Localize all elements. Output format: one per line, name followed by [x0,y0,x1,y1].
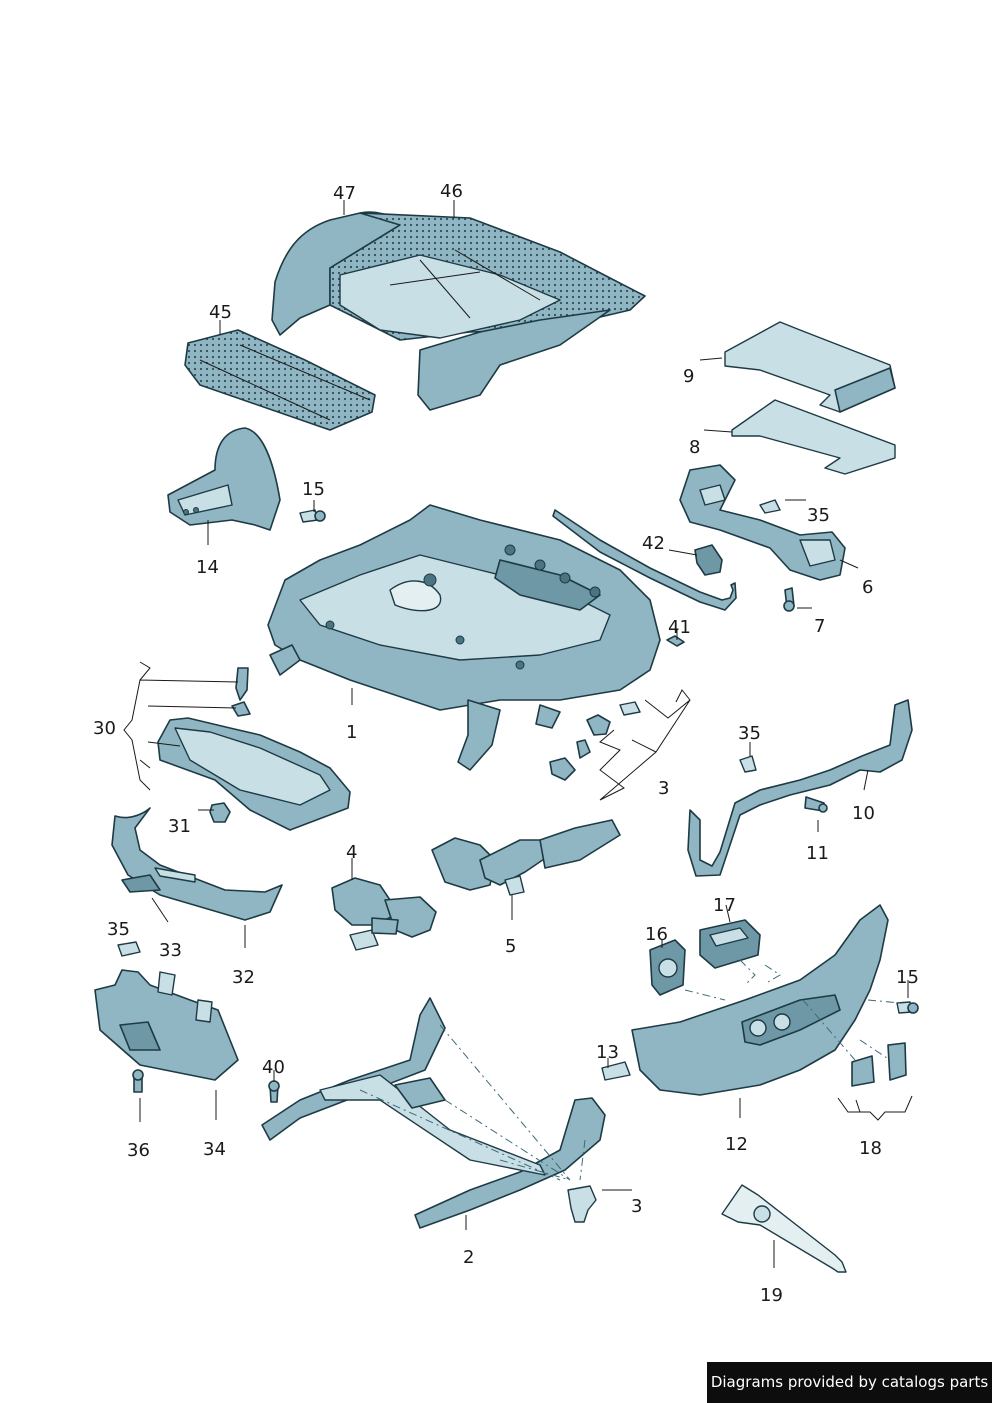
callout-35b: 35 [738,723,761,744]
callout-33: 33 [159,940,182,961]
callout-4: 4 [346,842,357,863]
grease-tube-part-19 [721,1184,847,1273]
cushion-pad-part-9 [724,321,896,413]
clip-parts-3-upper [549,701,641,781]
watermark-banner: Diagrams provided by catalogs parts [707,1362,992,1403]
callout-19: 19 [760,1285,783,1306]
callout-11: 11 [806,843,829,864]
callout-46: 46 [440,181,463,202]
callout-47: 47 [333,183,356,204]
callout-6: 6 [862,577,873,598]
callout-8: 8 [689,437,700,458]
clip-part-3-lower [567,1185,597,1223]
wire-part-42-rod [552,509,737,611]
callout-labels: 47 46 45 9 8 15 14 35 42 6 7 41 1 30 3 3… [93,181,919,1306]
cover-plate-part-30 [157,667,351,831]
callout-32: 32 [232,967,255,988]
callout-18: 18 [859,1138,882,1159]
callout-35a: 35 [807,505,830,526]
screw-part-15a [299,509,326,523]
screw-part-36 [132,1069,144,1093]
nut-part-31 [209,802,231,823]
callout-45: 45 [209,302,232,323]
callout-12: 12 [725,1134,748,1155]
callout-35c: 35 [107,919,130,940]
callout-3a: 3 [658,778,669,799]
front-trim-part-32 [111,807,283,921]
motor-part-5 [431,819,621,896]
seat-cushion-part [271,211,646,411]
caps-part-18 [851,1042,907,1087]
wiring-part-10 [687,699,913,877]
screw-part-11 [804,796,828,813]
callout-17: 17 [713,895,736,916]
callout-5: 5 [505,936,516,957]
screw-part-15b [896,1001,919,1014]
seat-frame-part [267,504,661,771]
switch-part-16 [649,939,686,996]
callout-13: 13 [596,1042,619,1063]
callout-10: 10 [852,803,875,824]
callout-41: 41 [668,617,691,638]
screw-part-40 [268,1080,280,1103]
side-trim-part-14 [167,427,281,531]
callout-42: 42 [642,533,665,554]
cushion-pad-part-8 [731,399,896,475]
motor-part-4 [331,877,437,951]
screw-part-41 [666,635,685,647]
callout-1: 1 [346,722,357,743]
callout-14: 14 [196,557,219,578]
screw-part-7 [783,587,795,612]
switch-part-17 [699,919,761,969]
callout-30: 30 [93,718,116,739]
callout-31: 31 [168,816,191,837]
callout-34: 34 [203,1139,226,1160]
leader-lines [123,200,913,1268]
side-trim-part-12 [631,904,889,1096]
housing-part-34 [94,941,239,1081]
callout-7: 7 [814,616,825,637]
callout-9: 9 [683,366,694,387]
callout-15b: 15 [896,967,919,988]
seat-rails-part-2 [261,997,606,1229]
connector-part-42 [694,544,723,576]
callout-2: 2 [463,1247,474,1268]
callout-3b: 3 [631,1196,642,1217]
front-cushion-part [184,329,376,431]
callout-16: 16 [645,924,668,945]
callout-15a: 15 [302,479,325,500]
callout-40: 40 [262,1057,285,1078]
clip-part-13 [601,1061,631,1081]
callout-36: 36 [127,1140,150,1161]
